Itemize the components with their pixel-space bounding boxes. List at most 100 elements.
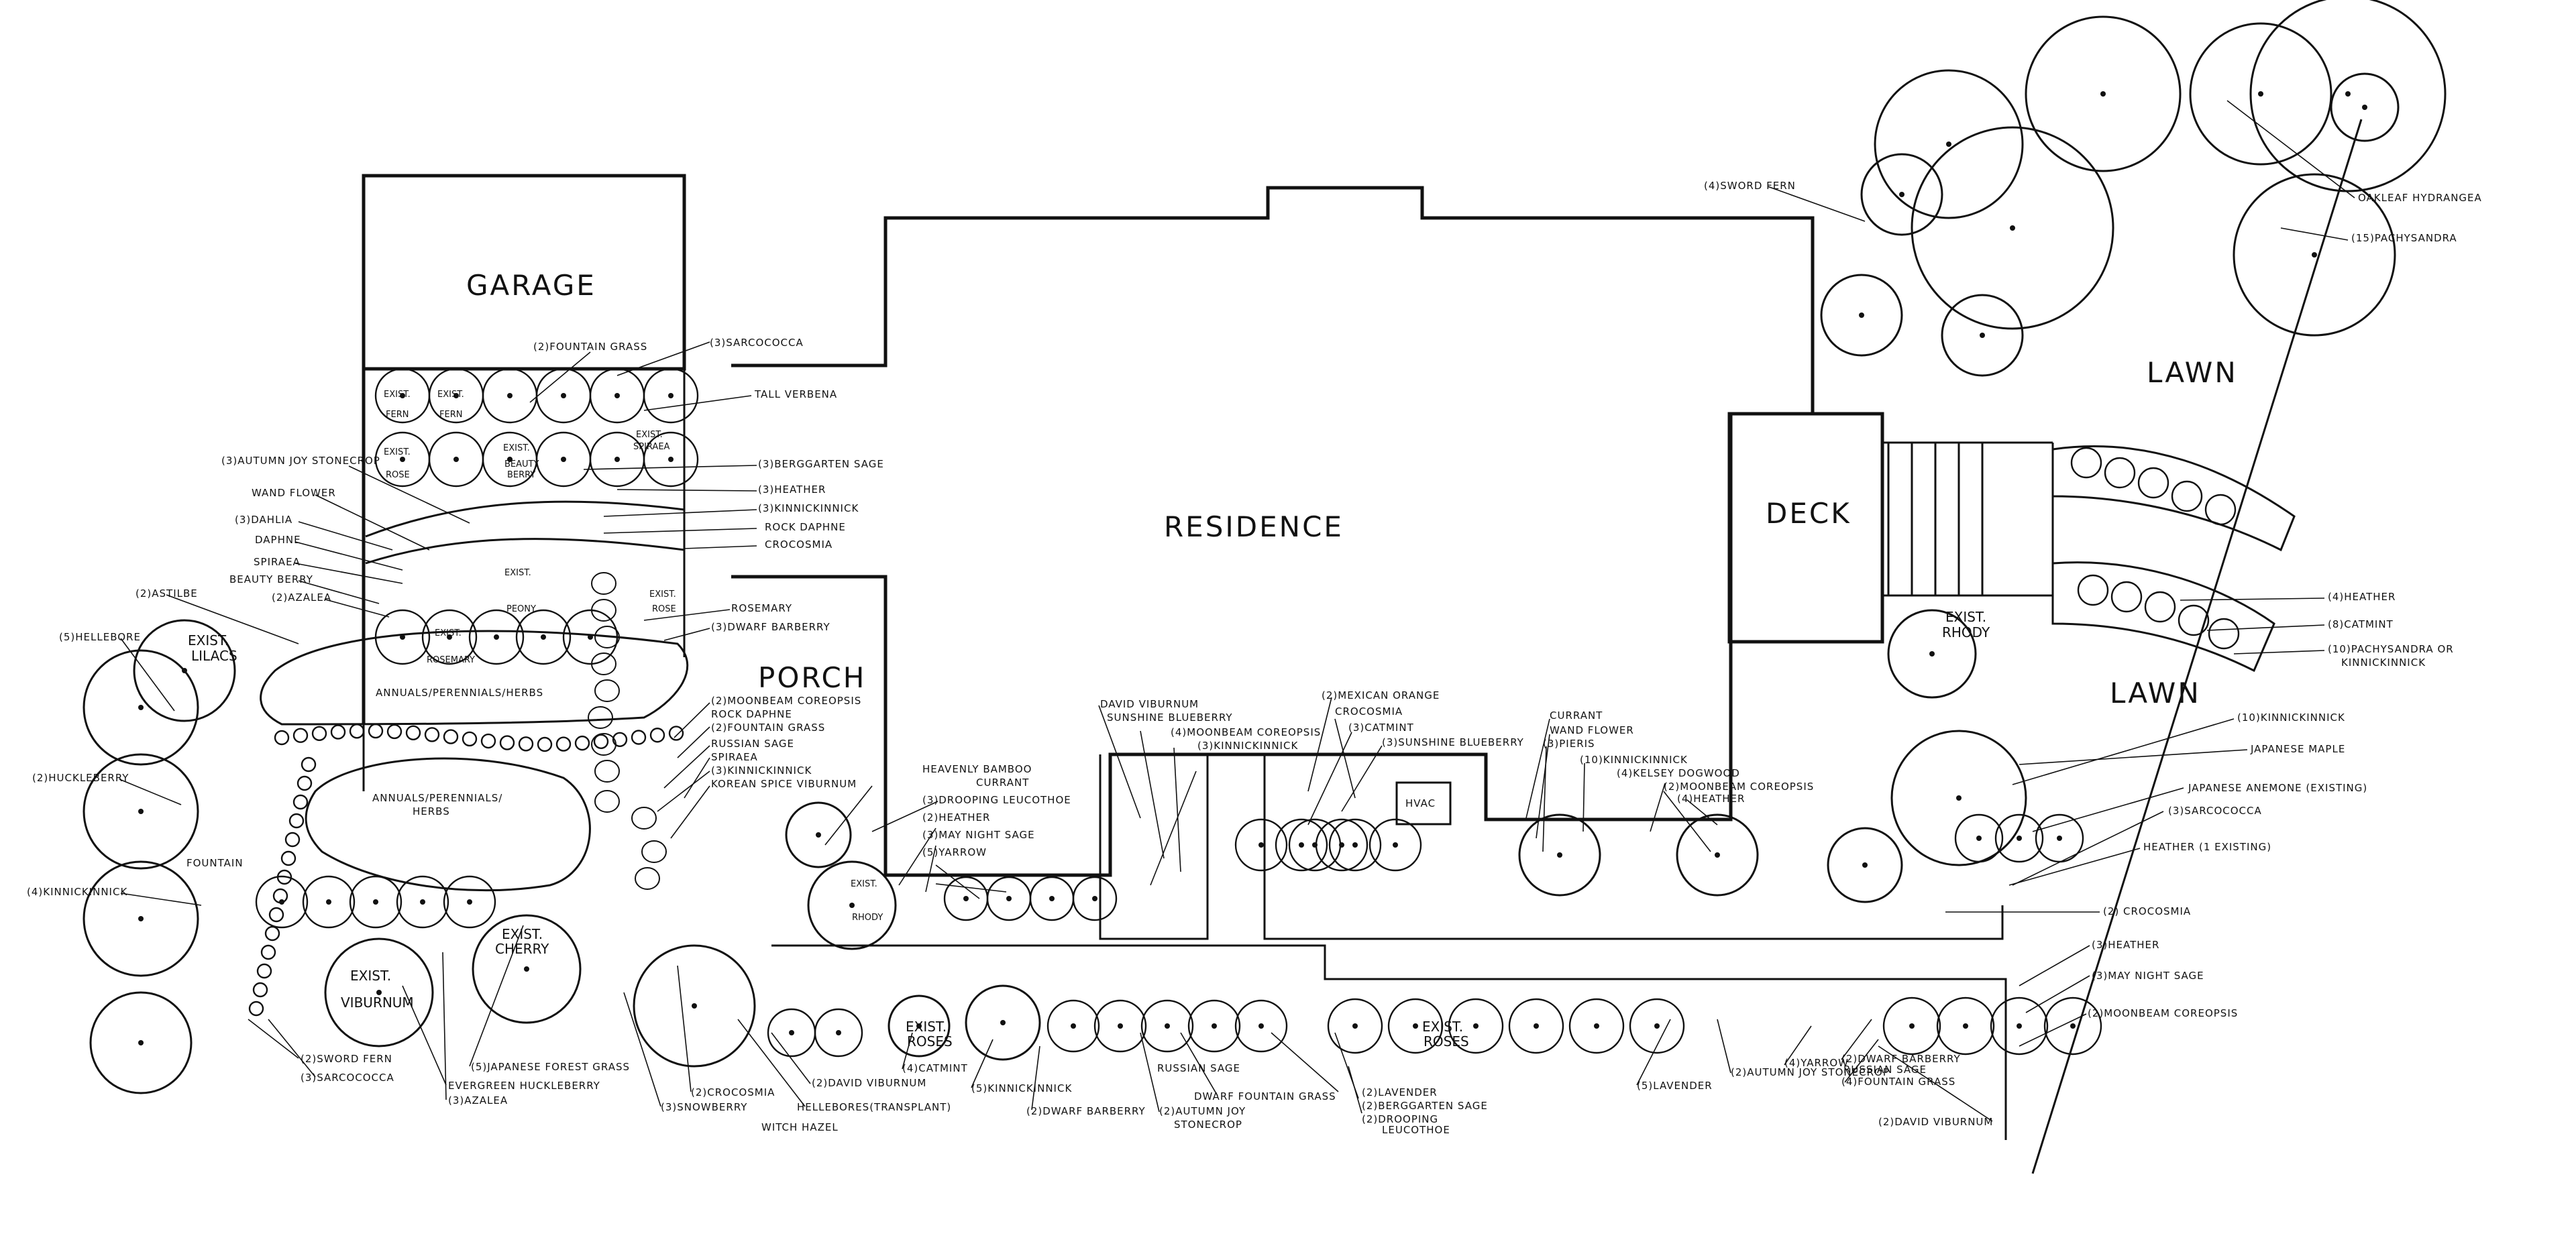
leader: [1098, 705, 1141, 819]
plant-center-dot: [400, 393, 405, 398]
leader: [166, 594, 299, 644]
leader: [677, 965, 692, 1092]
exist-fern-a-2: FERN: [386, 410, 409, 420]
edging-plant: [268, 907, 284, 923]
edging-plant: [272, 888, 288, 904]
leader: [1844, 1039, 1879, 1083]
leader: [1341, 745, 1383, 812]
leader: [684, 757, 710, 799]
leader: [583, 465, 757, 470]
plant-center-dot: [1899, 192, 1904, 197]
stepping-stone: [594, 679, 620, 702]
leader: [824, 785, 873, 846]
label-drooping-a: (3)DROOPING LEUCOTHOE: [922, 794, 1071, 806]
leader: [298, 580, 380, 604]
exist-rose-g-1: EXIST.: [384, 447, 411, 457]
label-rock-daphne-a: ROCK DAPHNE: [765, 521, 846, 533]
label-david-vib-a: DAVID VIBURNUM: [1100, 698, 1199, 710]
plant-center-dot: [453, 457, 459, 462]
residence-title: RESIDENCE: [1164, 510, 1344, 543]
right-bed-curve-2: [2051, 561, 2275, 673]
edging-plant: [368, 723, 384, 739]
walk-curve-upper: [365, 500, 685, 538]
leader: [925, 845, 936, 893]
exist-roses-a-1: EXIST.: [906, 1019, 947, 1035]
label-azalea-a: (2)AZALEA: [272, 591, 331, 604]
tree-canopy: [888, 994, 951, 1058]
leader: [603, 528, 757, 534]
label-sunshine-b: (3)SUNSHINE BLUEBERRY: [1382, 736, 1524, 748]
annuals-label-lower-2: HERBS: [413, 805, 450, 817]
leader: [1542, 746, 1547, 852]
label-snowberry: (3)SNOWBERRY: [661, 1101, 747, 1113]
label-rosemary: ROSEMARY: [731, 602, 792, 614]
plant-center-dot: [1594, 1023, 1599, 1029]
plant-center-dot: [1299, 842, 1304, 848]
tree-canopy: [965, 984, 1041, 1061]
edging-plant: [649, 728, 665, 743]
plant-labels: (2)FOUNTAIN GRASS (3)SARCOCOCCA TALL VER…: [27, 180, 2481, 1136]
stepping-stone: [594, 626, 620, 648]
edging-plant: [256, 963, 272, 979]
plant-center-dot: [2070, 1023, 2076, 1029]
deck-steps: [1882, 441, 2054, 597]
shrub: [1327, 998, 1383, 1054]
plant-center-dot: [2010, 225, 2015, 231]
plant-center-dot: [400, 457, 405, 462]
leader: [1173, 747, 1181, 872]
label-pachysandra: (15)PACHYSANDRA: [2351, 232, 2457, 244]
garage-title: GARAGE: [466, 269, 596, 302]
edging-plant: [499, 735, 515, 750]
leader: [325, 599, 390, 618]
leader: [674, 702, 710, 738]
tree-canopy: [785, 801, 852, 868]
shrub: [1234, 818, 1288, 872]
label-beauty-berry: BEAUTY BERRY: [229, 573, 313, 585]
label-moonbeam-b: (4)MOONBEAM COREOPSIS: [1171, 726, 1321, 738]
leader: [1348, 1066, 1362, 1114]
shrub: [1448, 998, 1504, 1054]
leader: [971, 1039, 994, 1088]
label-russian-sage-c: RUSSIAN SAGE: [1843, 1064, 1927, 1076]
stepping-stone: [591, 652, 616, 675]
label-david-vib-c: (2)DAVID VIBURNUM: [812, 1077, 926, 1089]
leader: [935, 864, 980, 899]
edging-plant: [297, 775, 313, 791]
plant-center-dot: [614, 393, 620, 398]
exist-rosemary-2: ROSEMARY: [427, 655, 475, 665]
tree-canopy: [472, 914, 582, 1024]
label-crocosmia-c: (2) CROCOSMIA: [2103, 905, 2191, 917]
leader: [603, 509, 757, 517]
edging-plant: [443, 729, 459, 744]
plant-center-dot: [916, 1023, 922, 1029]
leader: [1767, 186, 1866, 222]
plant-center-dot: [420, 899, 425, 905]
groundcover: [2208, 618, 2240, 650]
shrub: [643, 367, 699, 424]
plant-center-dot: [789, 1030, 794, 1035]
label-heather-d: (4)HEATHER: [2328, 591, 2396, 603]
tree-canopy: [1827, 827, 1903, 903]
edging-plant: [462, 731, 478, 747]
leader: [348, 465, 470, 524]
leader: [1031, 1045, 1040, 1111]
exist-peony-2: PEONY: [506, 604, 536, 614]
groundcover: [2110, 581, 2143, 613]
leader: [1271, 1032, 1339, 1092]
label-japanese-maple: JAPANESE MAPLE: [2250, 743, 2345, 755]
plant-center-dot: [614, 457, 620, 462]
front-bed-lower: [771, 944, 2007, 1140]
leader: [529, 351, 591, 403]
label-wand-flower-a: WAND FLOWER: [252, 487, 336, 499]
plant-center-dot: [1859, 312, 1864, 318]
edging-plant: [574, 735, 590, 751]
stepping-stone: [588, 706, 613, 729]
groundcover: [2178, 604, 2210, 636]
label-heather-c: (4)HEATHER: [1677, 793, 1745, 805]
plant-center-dot: [668, 393, 674, 398]
leader: [298, 521, 393, 551]
leader: [616, 489, 757, 492]
edging-plant: [292, 728, 309, 743]
shrub: [443, 875, 496, 929]
shrub: [1629, 998, 1685, 1054]
